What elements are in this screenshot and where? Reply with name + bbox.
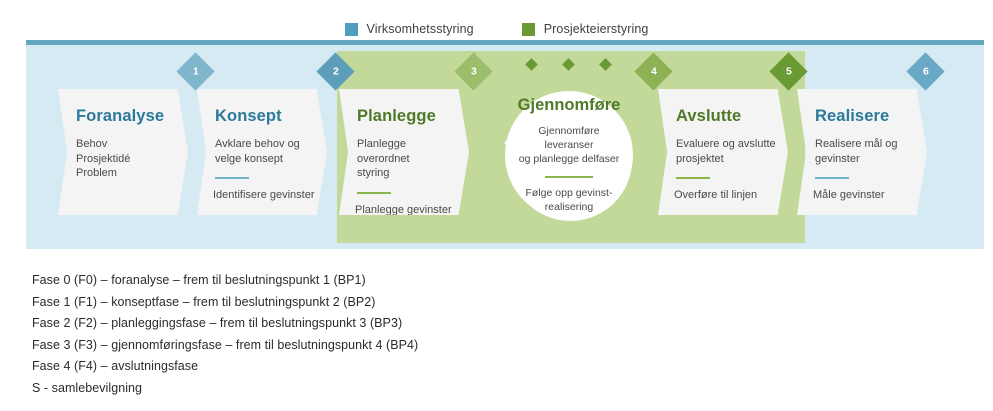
phase-legend-line-2: Fase 1 (F1) – konseptfase – frem til bes… [32, 294, 376, 309]
legend-label-virksomhetsstyring: Virksomhetsstyring [366, 22, 474, 36]
phase-subtext-konsept: Identifisere gevinster [213, 189, 315, 202]
subphase-markers [525, 57, 612, 73]
legend-label-prosjekteierstyring: Prosjekteierstyring [543, 22, 649, 36]
phase-title-foranalyse: Foranalyse [76, 107, 165, 125]
legend: Virksomhetsstyring Prosjekteierstyring [0, 18, 993, 40]
subphase-marker-3 [599, 58, 612, 71]
gjennomfore-divider [545, 175, 593, 178]
subphase-marker-1 [525, 58, 538, 71]
timeline-bar-virksomhetsstyring [26, 40, 984, 45]
milestone-number-1: 1 [192, 65, 199, 78]
phase-divider-planlegge [357, 191, 391, 194]
milestone-number-3: 3 [470, 65, 477, 78]
phase-legend-line-6: S - samlebevilgning [32, 380, 143, 395]
phase-legend-line-4: Fase 3 (F3) – gjennomføringsfase – frem … [32, 337, 419, 352]
milestone-number-4: 4 [650, 65, 657, 78]
phase-title-avslutte: Avslutte [676, 107, 742, 125]
phase-divider-avslutte [676, 177, 710, 180]
milestone-number-6: 6 [922, 65, 929, 78]
milestone-number-5: 5 [785, 65, 792, 78]
phase-legend-line-3: Fase 2 (F2) – planleggingsfase – frem ti… [32, 316, 403, 330]
phase-subtext-planlegge: Planlegge gevinster [355, 203, 452, 216]
phase-divider-realisere [815, 177, 849, 180]
milestone-number-2: 2 [332, 65, 339, 78]
legend-swatch-teal [344, 22, 358, 36]
phase-title-konsept: Konsept [215, 107, 282, 125]
legend-swatch-green [521, 22, 535, 36]
gjennomfore-subtext: Følge opp gevinst-realisering [525, 186, 613, 213]
phase-subtext-avslutte: Overføre til linjen [674, 189, 758, 202]
subphase-marker-2 [562, 58, 575, 71]
phase-title-planlegge: Planlegge [357, 107, 436, 125]
phase-title-realisere: Realisere [815, 107, 890, 125]
gjennomfore-title: Gjennomføre [517, 96, 621, 115]
phase-legend-text: Fase 0 (F0) – foranalyse – frem til besl… [32, 270, 792, 399]
legend-item-prosjekteierstyring: Prosjekteierstyring [521, 22, 649, 36]
legend-item-virksomhetsstyring: Virksomhetsstyring [344, 22, 474, 36]
phase-legend-line-1: Fase 0 (F0) – foranalyse – frem til besl… [32, 273, 366, 287]
phase-legend-line-5: Fase 4 (F4) – avslutningsfase [32, 359, 199, 373]
phase-subtext-realisere: Måle gevinster [813, 189, 885, 202]
phase-divider-konsept [215, 177, 249, 180]
